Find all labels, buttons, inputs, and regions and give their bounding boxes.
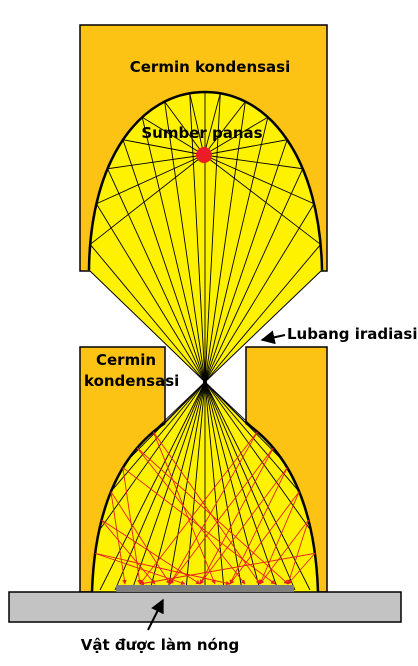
reflected-heat-ray <box>259 491 300 585</box>
reflected-heat-ray <box>199 447 274 585</box>
diverging-ray <box>204 381 311 591</box>
reflected-ray <box>141 117 206 383</box>
diverging-ray <box>131 381 206 591</box>
diverging-ray <box>204 381 261 591</box>
reflected-heat-ray <box>169 447 274 585</box>
diverging-ray <box>185 381 206 591</box>
reflected-heat-ray <box>122 467 142 585</box>
heated-sample <box>116 585 294 592</box>
reflected-heat-ray <box>199 467 288 585</box>
source-ray <box>107 154 205 170</box>
reflected-heat-ray <box>136 447 246 585</box>
left-mirror-label-line1: Cermin <box>96 351 156 369</box>
source-ray <box>203 101 246 156</box>
reflected-ray <box>164 101 206 383</box>
diverging-ray <box>149 381 206 591</box>
substrate-plate <box>8 591 402 623</box>
source-ray <box>203 139 288 156</box>
source-ray <box>141 116 205 156</box>
reflected-ray-group <box>94 431 316 586</box>
reflected-ray <box>107 168 206 383</box>
reflected-heat-ray <box>101 519 156 585</box>
reflected-heat-ray <box>169 431 258 585</box>
diverging-ray <box>204 381 279 591</box>
reflected-ray <box>122 139 206 383</box>
heat-source-label: Sumber panas <box>141 124 262 142</box>
reflected-heat-ray <box>139 552 315 586</box>
source-ray <box>203 154 321 245</box>
diverging-ray <box>204 381 296 591</box>
reflected-heat-ray <box>287 553 316 585</box>
reflected-ray <box>204 139 288 383</box>
top-mirror-label: Cermin kondensasi <box>130 58 291 76</box>
reflected-ray <box>204 244 321 383</box>
irradiation-hole-label: Lubang iradiasi <box>287 325 417 343</box>
reflected-heat-ray <box>229 491 300 585</box>
reflected-ray <box>204 203 315 383</box>
top-cone-edges <box>88 269 323 383</box>
diverging-ray <box>167 381 206 591</box>
bottom-cone-edges <box>164 381 247 424</box>
diverging-ray <box>114 381 206 591</box>
reflected-heat-ray <box>259 519 309 585</box>
mirror-bound-ray <box>98 381 206 531</box>
source-ray <box>203 154 303 170</box>
source-ray <box>203 116 269 156</box>
diverging-ray <box>204 381 225 591</box>
source-ray <box>203 93 221 156</box>
irradiation-hole-arrow <box>260 330 286 345</box>
reflected-ray <box>204 117 269 383</box>
reflected-ray <box>96 203 206 383</box>
heat-source-dot <box>196 147 212 163</box>
top-light-cone <box>89 92 322 382</box>
reflected-ray <box>189 93 206 383</box>
focal-point <box>203 380 207 384</box>
bottom-ray-group <box>98 381 312 591</box>
reflected-heat-ray <box>136 447 289 585</box>
source-ray <box>203 154 315 205</box>
top-ray-group <box>89 92 321 383</box>
reflected-heat-ray <box>95 552 231 586</box>
reflected-ray <box>204 93 221 383</box>
reflected-ray <box>89 244 206 383</box>
reflected-heat-ray <box>139 431 258 585</box>
reflected-heat-ray <box>287 519 309 585</box>
heated-object-arrow <box>147 598 164 631</box>
diverging-ray <box>204 381 243 591</box>
left-mirror-label-line2: kondensasi <box>84 372 179 390</box>
reflected-ray <box>204 168 304 383</box>
mirror-bound-ray <box>110 381 206 492</box>
source-ray <box>164 101 205 156</box>
diverging-ray <box>99 381 206 591</box>
heated-object-label: Vật được làm nóng <box>81 636 239 654</box>
source-ray <box>96 154 205 205</box>
source-ray <box>122 139 205 156</box>
source-ray <box>189 93 205 156</box>
reflected-heat-ray <box>110 491 127 585</box>
source-ray <box>89 154 205 245</box>
reflected-heat-ray <box>229 467 288 585</box>
